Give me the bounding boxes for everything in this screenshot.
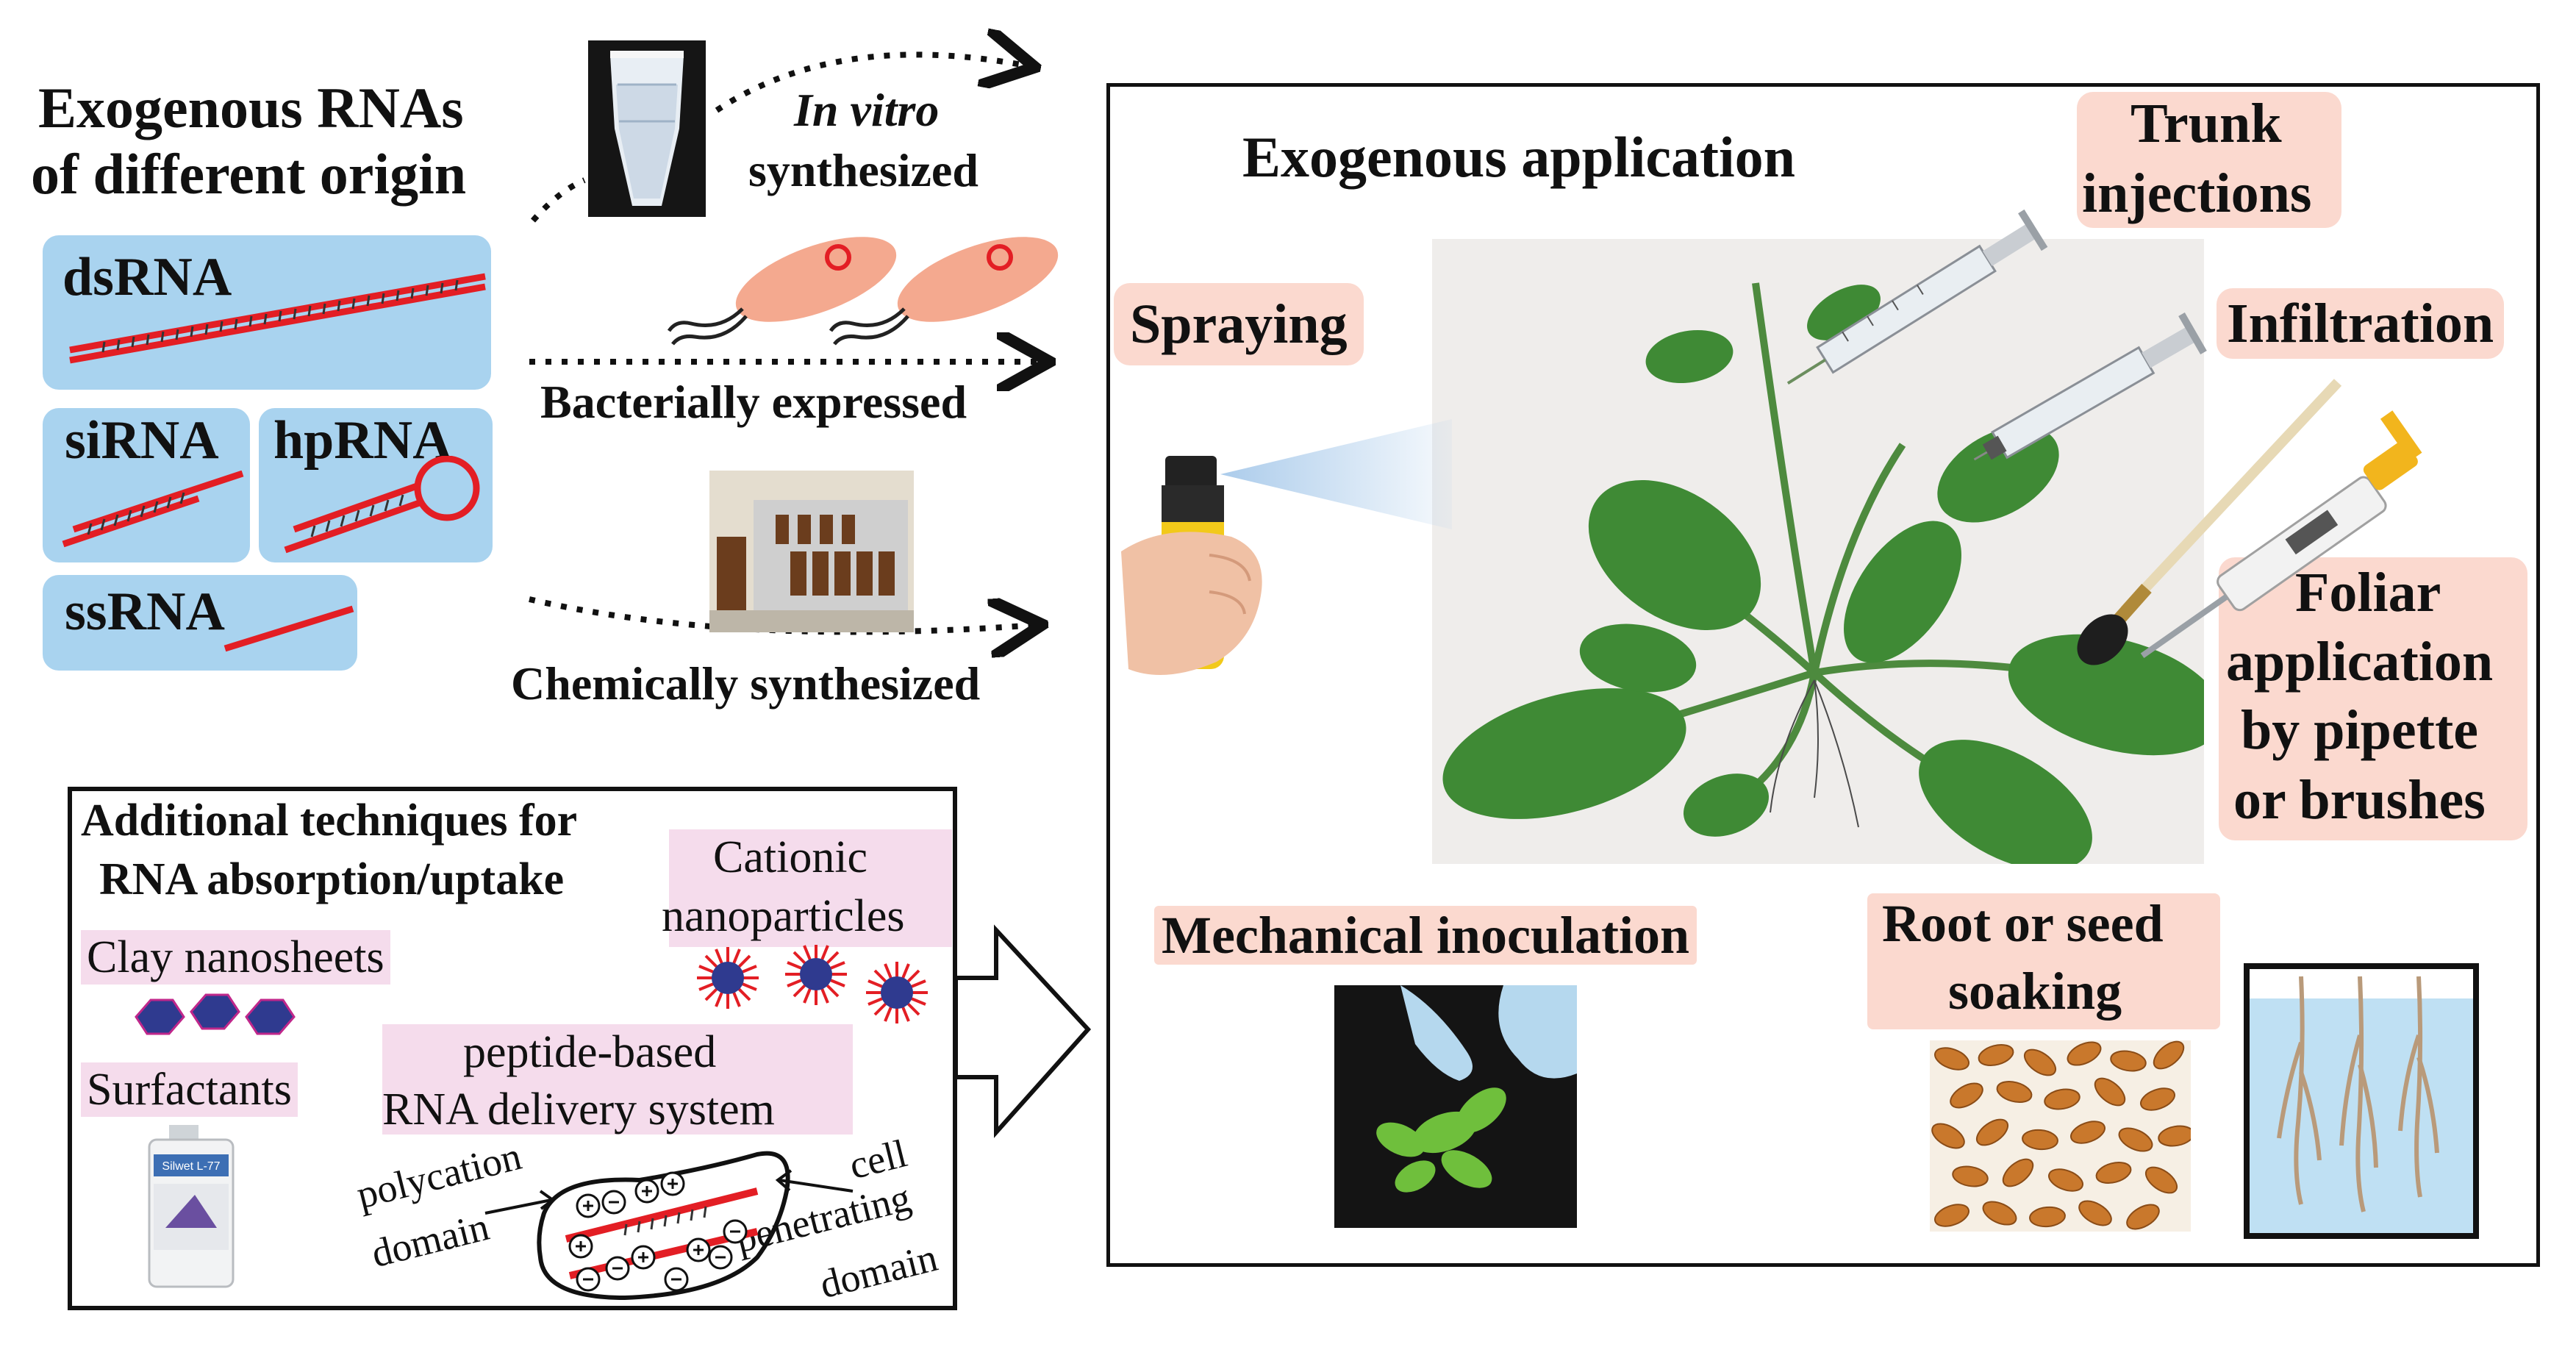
surfactant-bottle-icon: Silwet L-77 (148, 1125, 235, 1288)
foliar-label-line4: or brushes (2233, 769, 2486, 831)
spray-bottle-icon (1121, 419, 1452, 675)
trunk-label-line2: injections (2082, 162, 2312, 224)
application-title: Exogenous application (1242, 125, 1796, 189)
root-label-line1: Root or seed (1882, 894, 2164, 953)
chemical-label: Chemically synthesized (511, 657, 981, 710)
syringe-2-icon (1973, 312, 2207, 461)
sirna-label: siRNA (65, 410, 219, 471)
cationic-label-line1: Cationic (713, 832, 868, 882)
pipette-icon (2140, 410, 2422, 659)
roots-in-water-icon (2250, 969, 2473, 1233)
ssrna-strand-icon (223, 605, 354, 652)
dsrna-strand-icon (69, 273, 486, 364)
hprna-label: hpRNA (273, 410, 452, 471)
roots-photo (2244, 963, 2479, 1239)
peptide-label-line1: peptide-based (463, 1027, 717, 1077)
tube-icon (588, 40, 706, 217)
ssrna-label: ssRNA (65, 582, 225, 642)
foliar-label-line3: by pipette (2241, 699, 2478, 761)
dsrna-label: dsRNA (62, 247, 232, 307)
spraying-label: Spraying (1114, 283, 1364, 365)
clay-nanosheets-icon (135, 993, 296, 1035)
sirna-strand-icon (62, 471, 244, 548)
bacteria-icon (667, 237, 1059, 346)
origin-arrows (529, 0, 1103, 721)
brush-icon (2077, 379, 2342, 665)
foliar-label-line1: Foliar (2295, 562, 2441, 624)
plant-photo (1432, 239, 2204, 864)
infiltration-label: Infiltration (2217, 288, 2505, 359)
cationic-nanoparticles-icon (697, 945, 928, 1023)
bottle-label: Silwet L-77 (162, 1160, 220, 1173)
peptide-complex-icon (537, 1151, 790, 1301)
clay-label: Clay nanosheets (81, 930, 390, 985)
plant-icon (1432, 239, 2204, 864)
bacterial-label: Bacterially expressed (540, 376, 967, 428)
tube-photo (588, 40, 706, 217)
root-label-box (1867, 893, 2220, 1029)
mechanical-photo (1334, 985, 1577, 1228)
mechanical-label: Mechanical inoculation (1154, 906, 1697, 965)
application-box (1106, 83, 2540, 1267)
origin-title-line2: of different origin (31, 142, 467, 206)
pointer-arrows (484, 1169, 854, 1215)
syringe-1-icon (1786, 209, 2048, 385)
techniques-title-line1: Additional techniques for (81, 796, 578, 846)
techniques-title-line2: RNA absorption/uptake (99, 854, 565, 904)
cationic-label-line2: nanoparticles (662, 891, 905, 941)
cationic-label-box (669, 829, 952, 947)
in-vitro-dotted-left (530, 177, 586, 223)
in-vitro-arrow (715, 54, 1029, 113)
big-arrow (954, 924, 1092, 1138)
trunk-label-box (2077, 92, 2341, 228)
mechanical-inoculation-icon (1334, 985, 1577, 1228)
foliar-label-line2: application (2226, 631, 2494, 693)
hprna-hairpin-icon (284, 456, 480, 554)
synthesizer-photo (709, 471, 914, 632)
in-vitro-label: In vitro (794, 84, 940, 136)
trunk-label-line1: Trunk (2130, 93, 2282, 154)
seeds-photo (1930, 1040, 2191, 1232)
peptide-label-box (382, 1024, 853, 1135)
synthesizer-icon (709, 471, 914, 632)
root-label-line2: soaking (1948, 962, 2122, 1021)
origin-title-line1: Exogenous RNAs (38, 76, 464, 140)
hprna-box (259, 408, 493, 562)
synthesized-label: synthesized (748, 144, 978, 196)
surfactants-label: Surfactants (81, 1062, 298, 1117)
peptide-label-line2: RNA delivery system (382, 1085, 775, 1135)
seeds-icon (1930, 1040, 2191, 1232)
foliar-label-box (2219, 557, 2527, 840)
